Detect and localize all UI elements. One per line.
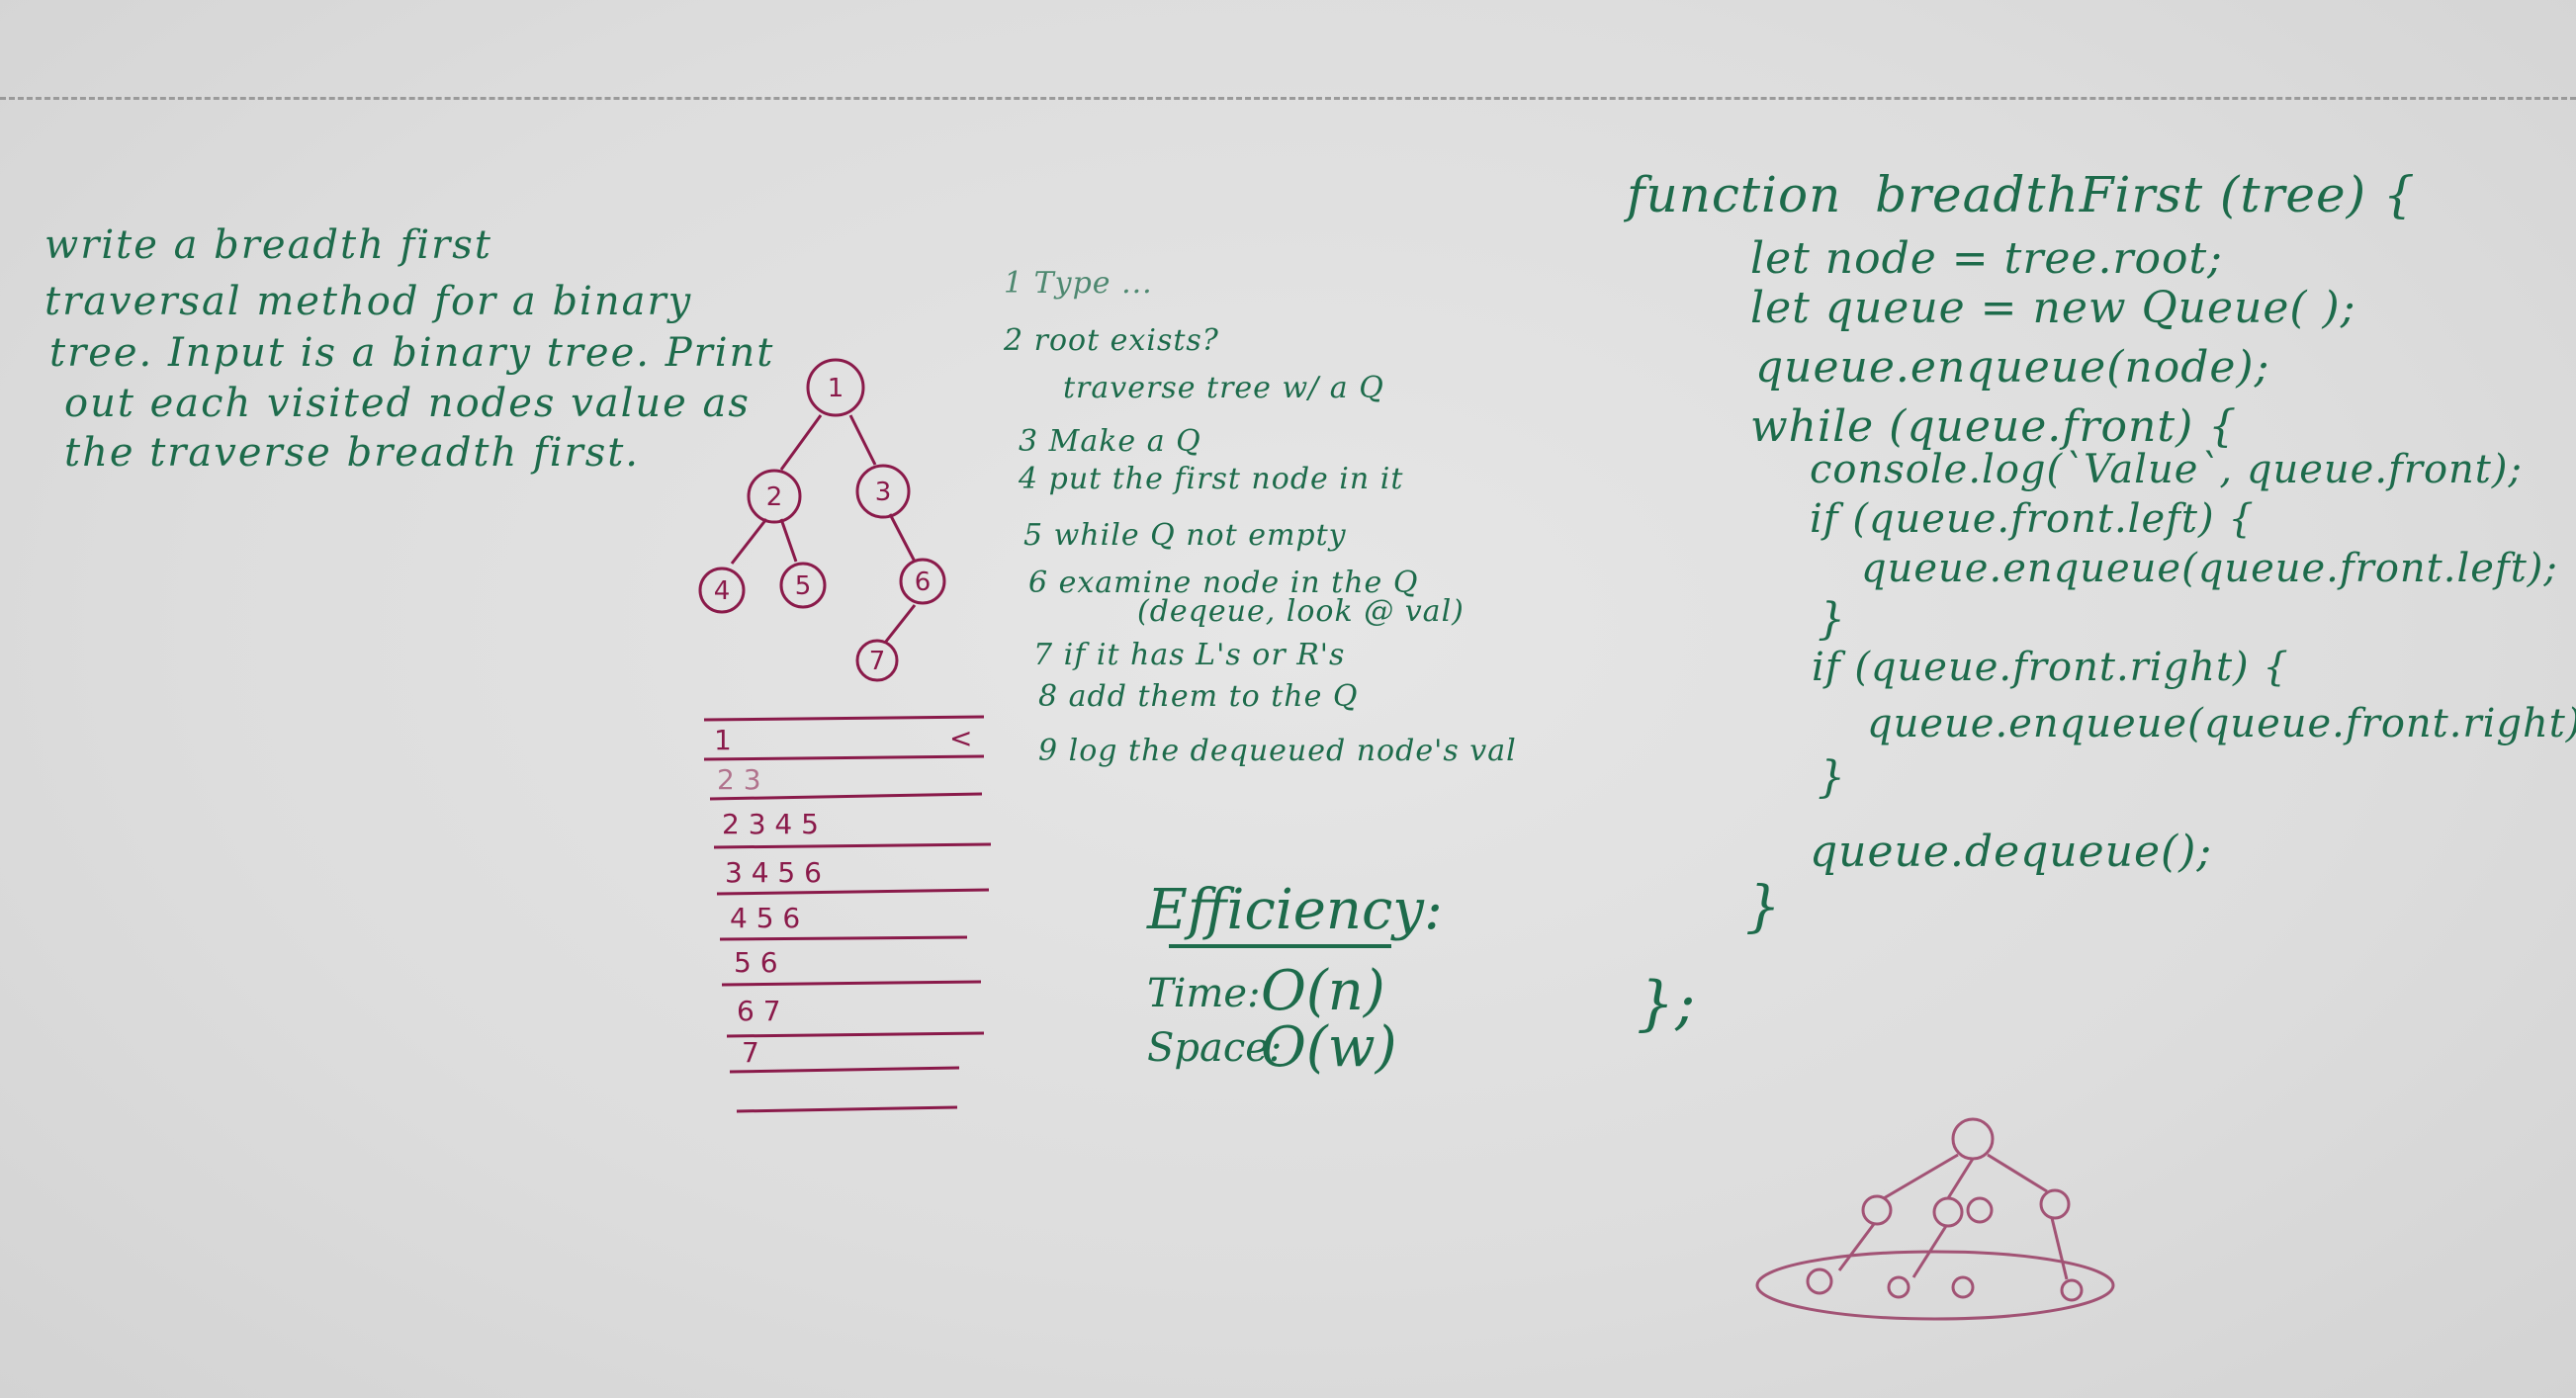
code-line: queue.enqueue(node);	[1755, 342, 2270, 393]
tree-node-label: 1	[828, 374, 844, 403]
sketch-node	[1932, 1196, 1964, 1228]
tree-edge	[730, 518, 768, 565]
step-line: 2 root exists?	[1004, 323, 1219, 358]
queue-row-line	[716, 888, 990, 896]
code-line: };	[1637, 969, 1697, 1038]
queue-row-line	[726, 1031, 985, 1038]
code-line: console.log(`Value`, queue.front);	[1810, 447, 2523, 492]
queue-row: 6 7	[737, 995, 781, 1027]
tree-edge	[848, 414, 877, 466]
whiteboard-top-edge	[0, 97, 2576, 100]
code-line: if (queue.front.left) {	[1810, 496, 2255, 542]
sketch-node	[2060, 1278, 2084, 1302]
code-line: queue.enqueue(queue.front.right);	[1867, 701, 2576, 746]
step-line: (deqeue, look @ val)	[1137, 594, 1465, 629]
tree-node-label: 6	[915, 568, 932, 597]
step-line: 6 examine node in the Q	[1028, 566, 1419, 600]
sketch-node	[1861, 1194, 1893, 1226]
queue-row: 1	[714, 724, 732, 756]
tree-node-6	[899, 558, 946, 605]
time-complexity: O(n)	[1261, 959, 1385, 1023]
prompt-line: tree. Input is a binary tree. Print	[49, 330, 775, 376]
code-line: queue.dequeue();	[1810, 827, 2213, 877]
tree-node-label: 7	[869, 647, 886, 676]
tree-node-2	[747, 469, 802, 524]
sketch-node	[1806, 1267, 1833, 1295]
efficiency-title: Efficiency:	[1147, 878, 1443, 942]
prompt-line: traversal method for a binary	[44, 279, 693, 324]
prompt-line: out each visited nodes value as	[64, 381, 751, 426]
efficiency-underline	[1169, 944, 1391, 948]
queue-row-line	[729, 1066, 960, 1074]
step-line: 8 add them to the Q	[1038, 679, 1359, 714]
step-line: 4 put the first node in it	[1019, 462, 1404, 496]
queue-row-line	[736, 1105, 958, 1113]
sketch-node	[2039, 1188, 2071, 1220]
sketch-node	[1951, 1117, 1995, 1161]
step-line: 9 log the dequeued node's val	[1038, 734, 1517, 768]
queue-row: 4 5 6	[730, 902, 800, 934]
tree-edge	[779, 414, 823, 471]
code-line: if (queue.front.right) {	[1812, 645, 2289, 690]
code-line: let queue = new Queue( );	[1750, 283, 2356, 333]
queue-row: 5 6	[734, 946, 778, 979]
queue-row-line	[721, 980, 982, 987]
tree-node-label: 3	[875, 478, 892, 507]
tree-node-label: 5	[795, 571, 812, 601]
space-complexity: O(w)	[1261, 1015, 1397, 1080]
queue-front-marker: <	[949, 722, 972, 754]
sketch-node	[1951, 1275, 1975, 1299]
code-line: while (queue.front) {	[1750, 401, 2238, 452]
sketch-node	[1887, 1275, 1910, 1299]
code-line: }	[1818, 752, 1846, 803]
tree-node-label: 4	[714, 576, 731, 606]
step-line: 1 Type ...	[1004, 266, 1153, 301]
tree-node-label: 2	[766, 482, 783, 512]
tree-node-5	[779, 562, 827, 609]
sketch-ellipse	[1755, 1250, 2115, 1321]
step-line: 7 if it has L's or R's	[1033, 638, 1346, 672]
prompt-line: write a breadth first	[44, 222, 492, 268]
code-line: }	[1745, 875, 1782, 939]
queue-row-line	[709, 792, 983, 801]
tree-node-4	[698, 567, 746, 614]
queue-row: 7	[742, 1036, 759, 1069]
queue-row-line	[703, 715, 985, 722]
step-line: 5 while Q not empty	[1023, 518, 1347, 553]
queue-row-line	[719, 935, 968, 941]
code-line: }	[1818, 594, 1846, 645]
tree-node-1	[806, 358, 865, 417]
step-line: 3 Make a Q	[1019, 424, 1201, 459]
queue-row-line	[713, 842, 992, 849]
code-line: queue.enqueue(queue.front.left);	[1861, 546, 2558, 591]
tree-edge	[779, 518, 798, 563]
tree-node-3	[855, 464, 911, 519]
space-label: Space:	[1147, 1025, 1283, 1071]
tree-edge	[888, 513, 917, 563]
tree-edge	[883, 604, 917, 644]
queue-row: 2 3	[717, 763, 761, 796]
queue-row-line	[703, 754, 985, 761]
step-line: traverse tree w/ a Q	[1063, 371, 1384, 405]
time-label: Time:	[1147, 971, 1261, 1016]
code-line: let node = tree.root;	[1750, 233, 2223, 284]
prompt-line: the traverse breadth first.	[64, 430, 641, 476]
tree-node-7	[855, 639, 899, 682]
queue-row: 2 3 4 5	[722, 808, 819, 840]
queue-row: 3 4 5 6	[725, 856, 822, 889]
sketch-node	[1966, 1196, 1994, 1224]
code-line: function breadthFirst (tree) {	[1627, 166, 2416, 223]
